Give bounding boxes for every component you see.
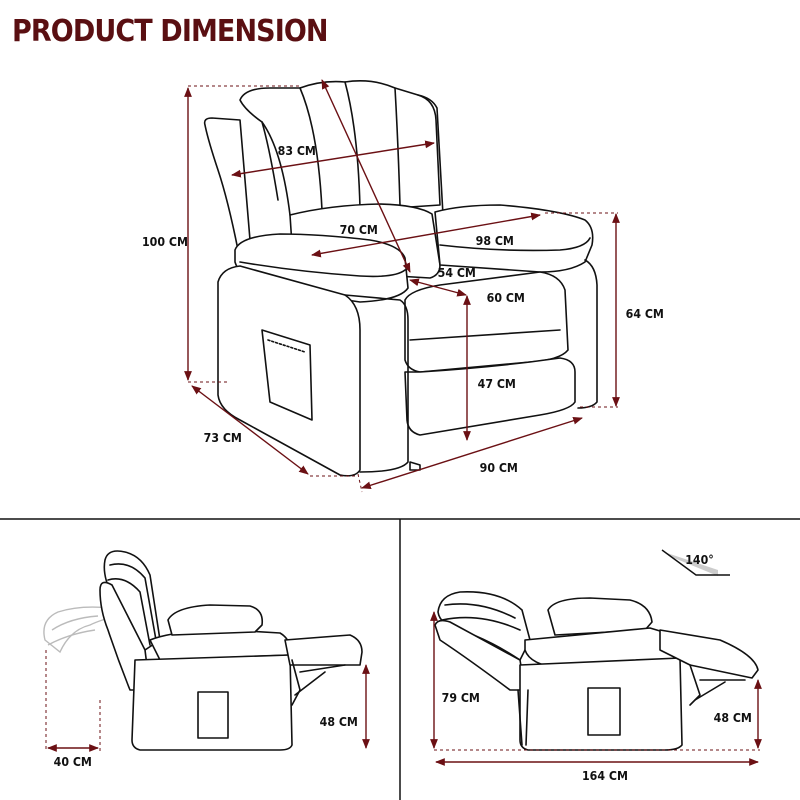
main-chair-illustration <box>203 80 598 477</box>
main-dimension-labels: 100 CM 83 CM 70 CM 98 CM 54 CM 60 CM 64 … <box>142 144 664 476</box>
recline-angle-label: 140° <box>685 553 714 568</box>
recline-footrest-height-label: 48 CM <box>714 711 752 726</box>
seat-width-label: 60 CM <box>487 291 525 306</box>
recline-length-label: 164 CM <box>582 769 628 784</box>
side-view-dimension-lines <box>45 650 370 752</box>
height-label: 100 CM <box>142 235 188 250</box>
reclined-chair <box>434 591 759 751</box>
side-footrest-height-label: 48 CM <box>320 715 358 730</box>
depth-label: 73 CM <box>204 431 242 446</box>
seat-depth-label: 54 CM <box>438 266 476 281</box>
page-title: PRODUCT DIMENSION <box>12 14 329 49</box>
angle-indicator: 140° <box>661 549 730 576</box>
main-dimension-lines <box>184 79 620 493</box>
side-view-chair <box>43 550 363 751</box>
backrest-diagonal-label: 70 CM <box>340 223 378 238</box>
arm-to-arm-label: 98 CM <box>476 234 514 249</box>
recline-height-label: 79 CM <box>442 691 480 706</box>
recline-dimension-lines <box>430 611 762 766</box>
seat-height-label: 47 CM <box>478 377 516 392</box>
wall-clearance-label: 40 CM <box>54 755 92 770</box>
width-label: 90 CM <box>480 461 518 476</box>
backrest-height-label: 83 CM <box>278 144 316 159</box>
armrest-height-label: 64 CM <box>626 307 664 322</box>
